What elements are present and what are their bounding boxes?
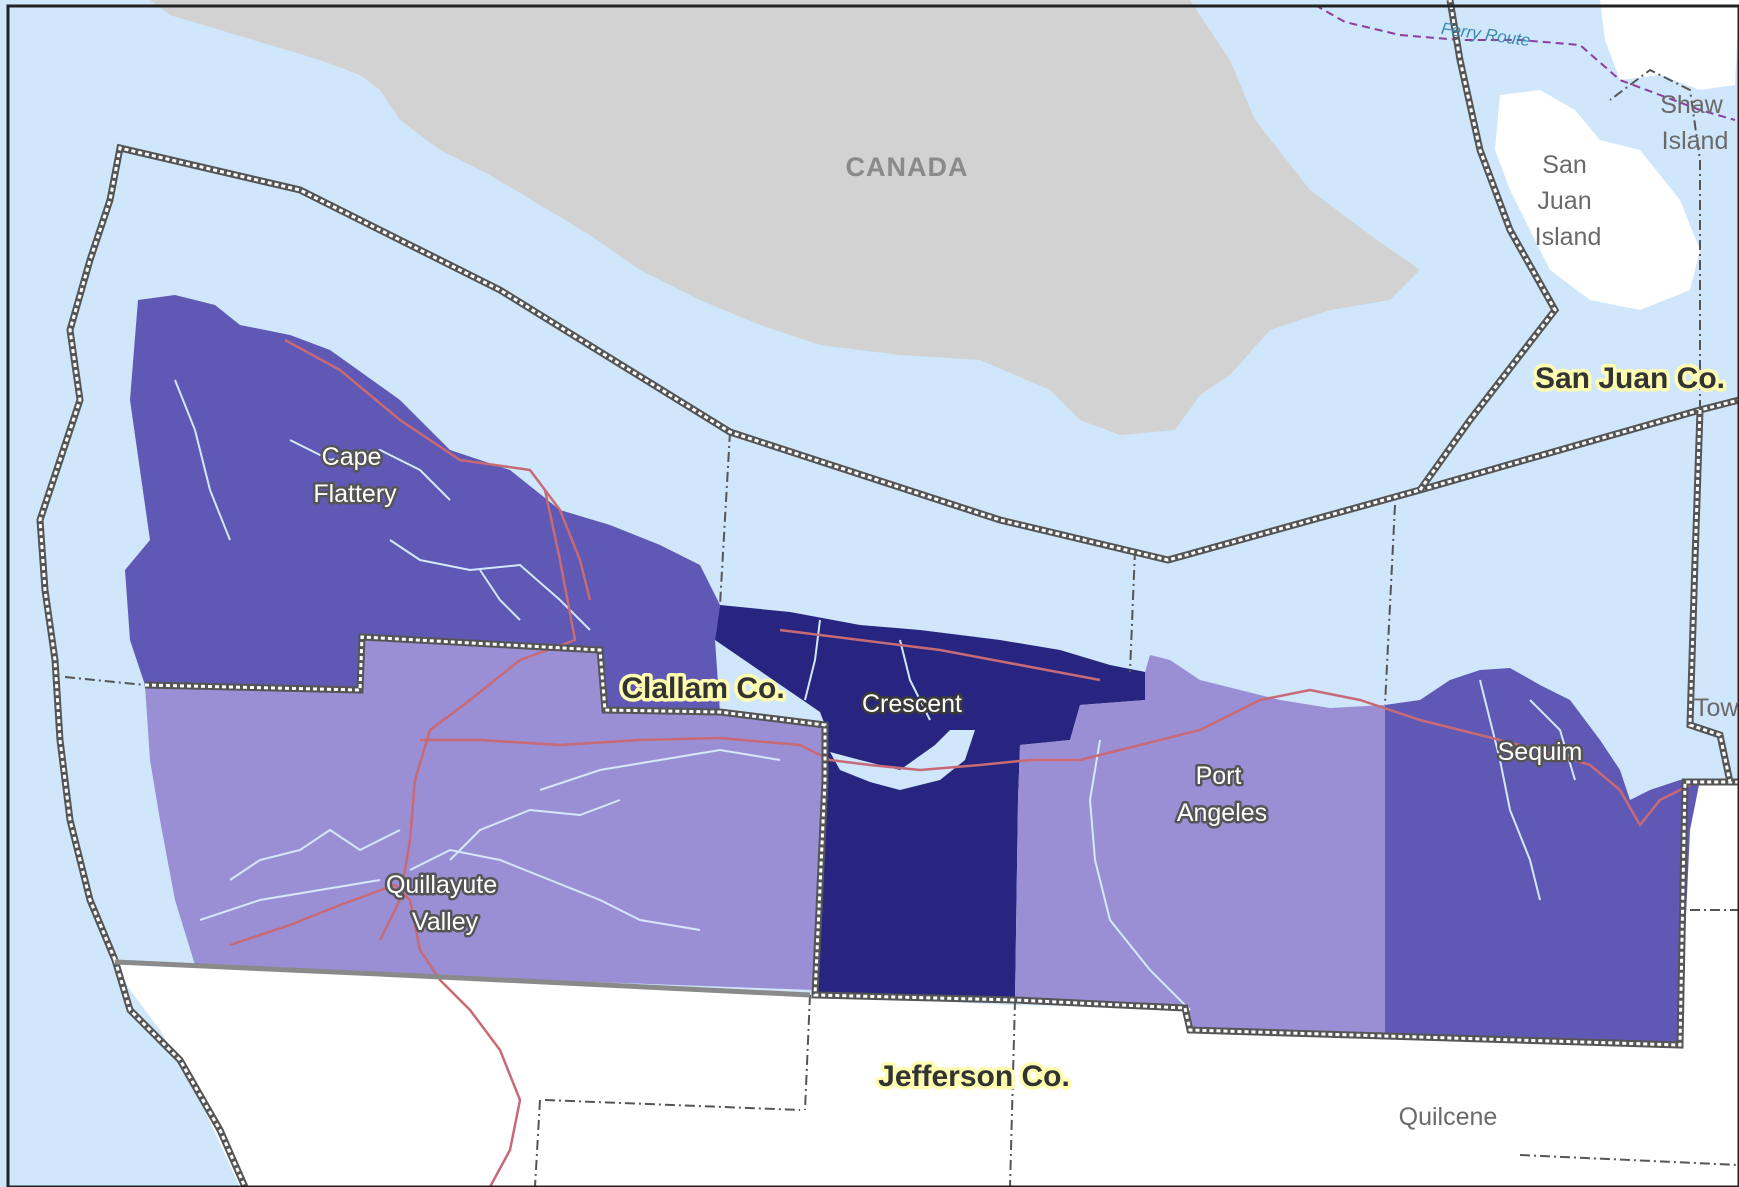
ferry-route [1314,4,1736,121]
district-label-line: Flattery [313,480,397,508]
district-port-angeles [1015,655,1385,1035]
lake-crescent [830,730,975,790]
place-label-line: San [1542,151,1586,179]
district-label-line: Port [1196,762,1242,790]
county-label-san-juan: San Juan Co. [1535,362,1725,395]
place-label-line: Quilcene [1399,1103,1498,1131]
district-quillayute-valley [145,637,825,990]
district-boundaries [64,431,1739,1187]
district-label-quillayute-valley: Quillayute Valley [386,871,504,936]
shaw-island-land [1600,0,1739,90]
district-label-line: Valley [412,908,479,936]
san-juan-island-land [1495,90,1700,310]
district-label-sequim: Sequim [1498,738,1583,766]
district-label-line: Quillayute [386,871,497,899]
jefferson-county-land [115,780,1739,1187]
district-cape-flattery [125,295,720,712]
district-sequim [1385,668,1700,1045]
county-label-clallam: Clallam Co. [621,672,784,705]
district-label-port-angeles: Port Angeles [1177,762,1267,827]
place-label-line: Island [1662,127,1729,155]
place-label-line: Shaw [1660,91,1723,119]
country-label-canada: CANADA [846,152,969,182]
state-line-south [114,959,811,998]
place-label-port-townsend-partial: Tow [1694,694,1739,722]
district-label-line: Angeles [1177,799,1267,827]
place-label-line: Island [1535,223,1602,251]
map-frame [6,4,1739,1187]
place-label-line: Juan [1537,187,1591,215]
place-label-quilcene: Quilcene [1399,1103,1498,1131]
district-label-crescent: Crescent [862,690,962,718]
district-label-line: Cape [322,443,382,471]
rivers [174,379,1576,1011]
place-label-line: Tow [1694,694,1739,722]
roads [229,338,1701,1187]
county-boundaries [36,0,1739,1187]
district-label-line: Crescent [862,690,962,718]
county-label-jefferson: Jefferson Co. [878,1060,1070,1093]
district-label-cape-flattery: Cape Flattery [313,443,397,508]
district-label-line: Sequim [1498,738,1583,766]
place-label-shaw-island: Shaw Island [1660,91,1730,155]
place-label-san-juan-island: San Juan Island [1535,151,1602,251]
canada-landmass [150,0,1420,435]
